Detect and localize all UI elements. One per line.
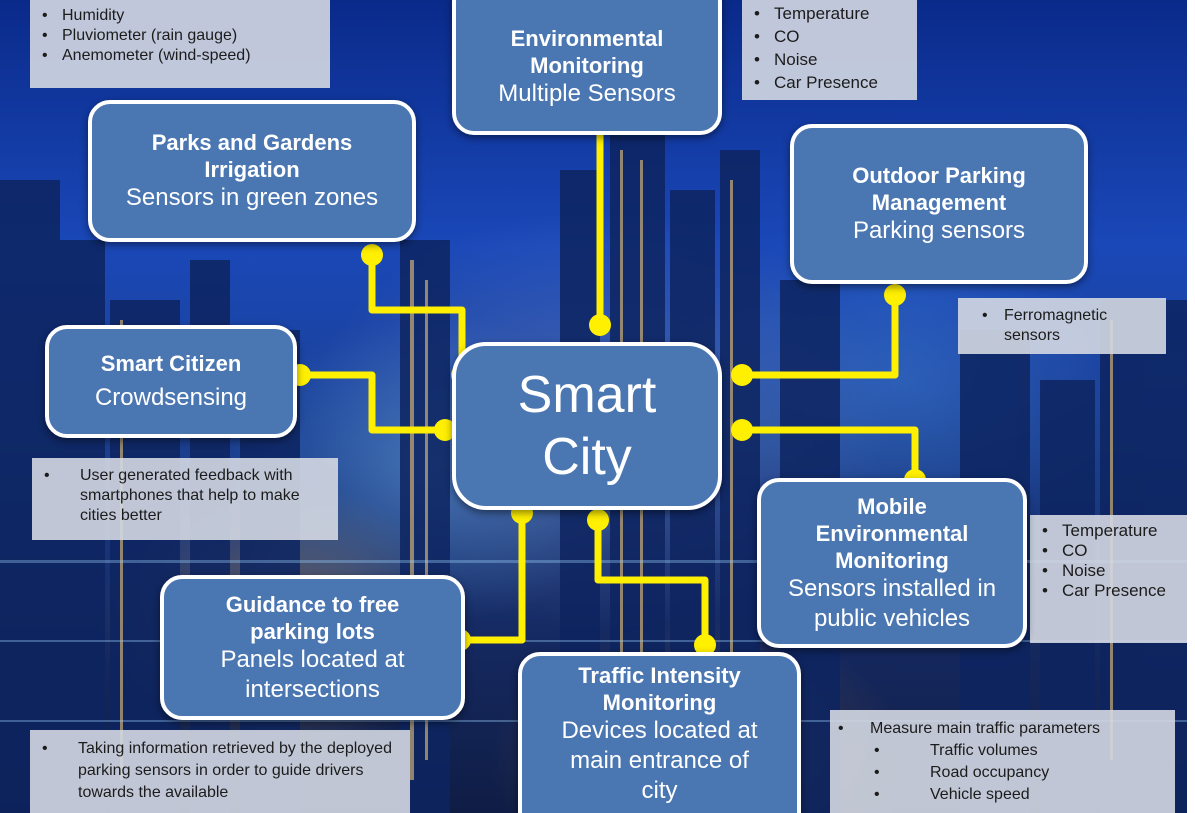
connector-smart-citizen <box>300 371 445 434</box>
note-environmental-sensors-left: Humidity Pluviometer (rain gauge) Anemom… <box>30 0 330 88</box>
connector-guidance <box>460 513 526 644</box>
node-subtitle: intersections <box>245 675 380 703</box>
node-parks-gardens-irrigation: Parks and Gardens Irrigation Sensors in … <box>88 100 416 242</box>
note-item: Car Presence <box>746 71 917 94</box>
node-subtitle: Crowdsensing <box>94 384 248 411</box>
node-subtitle: Sensors in green zones <box>125 184 379 211</box>
connector-dot <box>731 364 753 386</box>
node-title: Irrigation <box>204 157 300 182</box>
connector-dot <box>884 284 906 306</box>
node-guidance-free-parking: Guidance to free parking lots Panels loc… <box>160 575 465 720</box>
node-environmental-monitoring: Environmental Monitoring Multiple Sensor… <box>452 0 722 135</box>
node-title: Environmental <box>815 520 969 546</box>
node-subtitle: Parking sensors <box>852 217 1026 244</box>
note-citizen-feedback: User generated feedback with smartphones… <box>32 458 338 540</box>
note-item: Noise <box>746 48 917 71</box>
note-item: Anemometer (wind-speed) <box>34 46 330 66</box>
note-item: CO <box>1034 541 1187 561</box>
connector-dot <box>731 419 753 441</box>
node-title: Monitoring <box>602 690 717 715</box>
node-subtitle: public vehicles <box>813 604 971 632</box>
node-subtitle: Devices located at <box>561 717 758 744</box>
node-title: Mobile <box>857 493 927 519</box>
connector-mobile <box>742 426 919 480</box>
node-smart-city: Smart City <box>452 342 722 510</box>
node-title: Monitoring <box>530 52 644 78</box>
node-title: parking lots <box>250 618 375 644</box>
note-item: CO <box>746 25 917 48</box>
note-item: Temperature <box>746 2 917 25</box>
connector-dot <box>694 634 716 656</box>
note-item: Temperature <box>1034 521 1187 541</box>
node-subtitle: city <box>641 777 678 804</box>
note-item: Pluviometer (rain gauge) <box>34 26 330 46</box>
node-subtitle: Sensors installed in <box>787 574 997 602</box>
note-item: Ferromagnetic sensors <box>974 306 1160 346</box>
node-subtitle: Multiple Sensors <box>498 79 676 107</box>
note-item: Humidity <box>34 6 330 26</box>
note-item: User generated feedback with smartphones… <box>36 466 330 526</box>
note-guidance-info: Taking information retrieved by the depl… <box>30 730 410 813</box>
node-title: Outdoor Parking <box>852 163 1026 188</box>
node-title: Parks and Gardens <box>151 130 353 155</box>
node-traffic-intensity-monitoring: Traffic Intensity Monitoring Devices loc… <box>518 652 801 813</box>
note-environmental-sensors-right: Temperature CO Noise Car Presence <box>742 0 917 100</box>
node-title: Smart Citizen <box>100 351 242 376</box>
center-title: Smart <box>517 366 657 424</box>
node-subtitle: Panels located at <box>220 645 405 673</box>
node-outdoor-parking-management: Outdoor Parking Management Parking senso… <box>790 124 1088 284</box>
note-item: Measure main traffic parameters <box>830 718 1171 740</box>
note-item: Taking information retrieved by the depl… <box>34 738 402 804</box>
center-title: City <box>542 428 632 486</box>
connector-dot <box>434 419 456 441</box>
note-item: Noise <box>1034 561 1187 581</box>
connector-dot <box>587 509 609 531</box>
connector-outdoor-parking <box>742 295 899 379</box>
note-subitem: Road occupancy <box>830 762 1171 784</box>
note-subitem: Vehicle speed <box>830 784 1171 806</box>
node-subtitle: main entrance of <box>570 747 749 774</box>
connector-parks <box>368 255 466 375</box>
connector-dot <box>589 314 611 336</box>
node-mobile-environmental-monitoring: Mobile Environmental Monitoring Sensors … <box>757 478 1027 648</box>
note-subitem: Traffic volumes <box>830 740 1171 762</box>
connector-traffic <box>594 520 709 645</box>
note-item: Car Presence <box>1034 581 1187 601</box>
node-title: Monitoring <box>835 547 949 573</box>
note-mobile-sensors: Temperature CO Noise Car Presence <box>1030 515 1187 643</box>
node-title: Management <box>871 190 1007 215</box>
note-traffic-parameters: Measure main traffic parameters Traffic … <box>830 710 1175 813</box>
node-title: Environmental <box>510 25 664 51</box>
connector-dot <box>361 244 383 266</box>
node-smart-citizen: Smart Citizen Crowdsensing <box>45 325 297 438</box>
note-parking-sensors: Ferromagnetic sensors <box>958 298 1166 354</box>
node-title: Traffic Intensity <box>578 663 741 688</box>
node-title: Guidance to free <box>225 591 400 617</box>
